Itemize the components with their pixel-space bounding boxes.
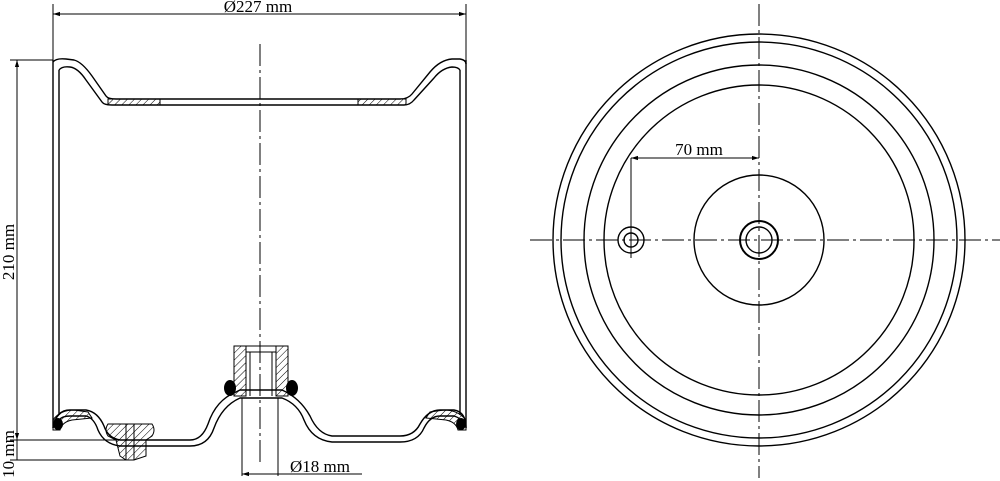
top-rim [52,58,467,106]
port-diameter-label: Ø18 mm [290,457,350,476]
top-view: 70 mm [530,4,1000,478]
port-weld-left [224,380,236,396]
outer-diameter-label: Ø227 mm [224,0,292,16]
dim-outer-diameter: Ø227 mm [52,0,467,60]
base-offset-label: 10 mm [0,430,18,478]
lip-hatch-left [107,98,161,106]
left-wall [52,60,60,428]
height-label: 210 mm [0,224,18,280]
seam-weld-right [456,418,466,430]
port-weld-right [286,380,298,396]
drain-plug [105,423,155,461]
dim-height: 210 mm [0,59,120,441]
side-view: Ø227 mm 210 mm 10 mm Ø18 mm [0,0,467,478]
lip-hatch-right [357,98,407,106]
dim-hole-offset: 70 mm [630,140,759,258]
hole-offset-label: 70 mm [675,140,723,159]
seam-weld-left [53,418,63,430]
center-port [224,345,298,397]
right-wall [459,60,467,428]
dim-port-diameter: Ø18 mm [241,398,362,477]
dim-base-offset: 10 mm [0,430,126,478]
